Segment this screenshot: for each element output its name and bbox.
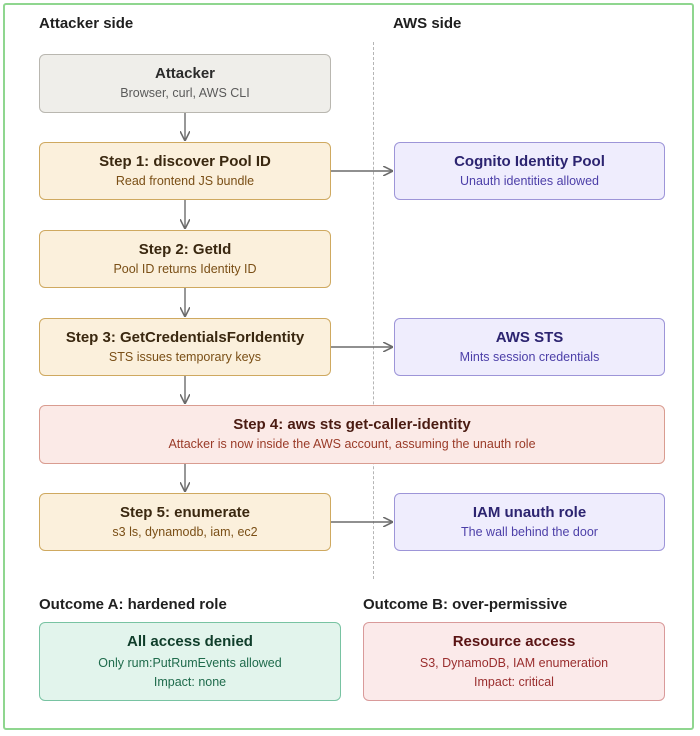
step2-subtitle: Pool ID returns Identity ID (113, 261, 257, 276)
attacker-node: Attacker Browser, curl, AWS CLI (39, 54, 331, 113)
side-divider (373, 42, 374, 579)
attacker-subtitle: Browser, curl, AWS CLI (120, 86, 250, 100)
cognito-node: Cognito Identity Pool Unauth identities … (394, 142, 665, 200)
aws-side-label: AWS side (393, 15, 462, 32)
outcome-a-node: All access denied Only rum:PutRumEvents … (39, 622, 341, 701)
step5-node: Step 5: enumerate s3 ls, dynamodb, iam, … (39, 493, 331, 551)
step3-title: Step 3: GetCredentialsForIdentity (65, 328, 305, 346)
step3-node: Step 3: GetCredentialsForIdentity STS is… (39, 318, 331, 376)
step1-node: Step 1: discover Pool ID Read frontend J… (39, 142, 331, 200)
diagram-frame (3, 3, 694, 730)
iam-subtitle: The wall behind the door (461, 524, 598, 539)
step5-title: Step 5: enumerate (119, 503, 251, 521)
step2-title: Step 2: GetId (138, 240, 232, 258)
step4-subtitle: Attacker is now inside the AWS account, … (168, 437, 536, 451)
iam-title: IAM unauth role (472, 503, 587, 521)
outcome-b-line2: Impact: critical (474, 674, 554, 689)
attacker-title: Attacker (154, 65, 216, 82)
attacker-side-label: Attacker side (39, 15, 134, 32)
outcome-a-line1: Only rum:PutRumEvents allowed (98, 655, 282, 670)
cognito-title: Cognito Identity Pool (454, 152, 605, 170)
sts-title: AWS STS (495, 328, 564, 346)
outcome-b-title: Resource access (452, 632, 576, 650)
step3-subtitle: STS issues temporary keys (108, 349, 262, 364)
outcome-b-line1: S3, DynamoDB, IAM enumeration (419, 655, 609, 670)
outcome-a-title: All access denied (127, 632, 253, 650)
step1-title: Step 1: discover Pool ID (99, 152, 271, 170)
step1-subtitle: Read frontend JS bundle (115, 173, 255, 188)
cognito-subtitle: Unauth identities allowed (460, 173, 599, 188)
step4-title: Step 4: aws sts get-caller-identity (233, 416, 471, 433)
outcome-a-label: Outcome A: hardened role (39, 596, 227, 613)
outcome-b-label: Outcome B: over-permissive (363, 596, 568, 613)
sts-node: AWS STS Mints session credentials (394, 318, 665, 376)
outcome-a-line2: Impact: none (153, 674, 227, 689)
iam-node: IAM unauth role The wall behind the door (394, 493, 665, 551)
step2-node: Step 2: GetId Pool ID returns Identity I… (39, 230, 331, 288)
sts-subtitle: Mints session credentials (459, 349, 600, 364)
step5-subtitle: s3 ls, dynamodb, iam, ec2 (112, 524, 258, 539)
outcome-b-node: Resource access S3, DynamoDB, IAM enumer… (363, 622, 665, 701)
step4-node: Step 4: aws sts get-caller-identity Atta… (39, 405, 665, 464)
